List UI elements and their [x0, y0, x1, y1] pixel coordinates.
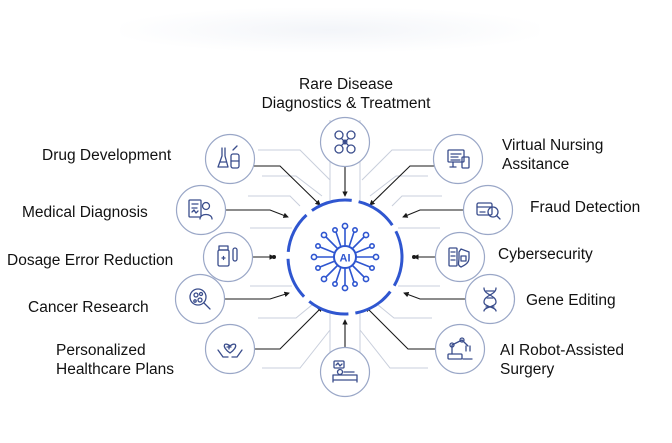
- node-circle: [432, 133, 484, 185]
- node-circle: [174, 273, 226, 325]
- node-dosage: [202, 231, 254, 283]
- label-rare-disease: Rare Disease Diagnostics & Treatment: [261, 76, 431, 112]
- top-glow: [120, 8, 540, 52]
- ai-chip-icon: [310, 222, 380, 292]
- nodes: [174, 116, 516, 398]
- patient-bed-icon: [332, 360, 358, 383]
- background-trace: [258, 149, 331, 181]
- node-drug-development: [204, 133, 256, 185]
- connector-dot: [272, 255, 276, 259]
- node-medical-diagnosis: [175, 184, 227, 236]
- background-trace: [361, 149, 432, 181]
- label-gene-editing: Gene Editing: [526, 292, 616, 309]
- background-trace: [262, 175, 323, 197]
- microscope-cells-icon: [189, 288, 211, 310]
- connector-robot-surgery: [365, 306, 436, 350]
- background-trace: [369, 175, 428, 197]
- node-bottom: [319, 346, 371, 398]
- connector-virtual-nursing: [369, 165, 436, 206]
- node-virtual-nursing: [432, 133, 484, 185]
- dna-icon: [483, 287, 497, 312]
- connectors: [224, 165, 466, 350]
- monitor-icon: [447, 149, 470, 169]
- medical-scan-icon: [334, 130, 356, 154]
- doctor-report-icon: [188, 199, 213, 220]
- card-search-icon: [476, 202, 501, 220]
- node-circle: [434, 323, 486, 375]
- connector-medical-diagnosis: [225, 209, 289, 218]
- label-medical-diagnosis: Medical Diagnosis: [22, 204, 148, 221]
- connector-personalized: [254, 306, 323, 350]
- background-trace: [248, 195, 301, 207]
- background-trace: [391, 195, 442, 207]
- node-circle: [204, 323, 256, 375]
- flask-icon: [217, 145, 240, 169]
- background-trace: [258, 299, 319, 319]
- heart-hands-icon: [217, 343, 243, 358]
- shield-server-icon: [448, 247, 470, 268]
- center-label: AI: [340, 253, 351, 265]
- label-dosage: Dosage Error Reduction: [7, 252, 174, 269]
- connector-fraud-detection: [402, 209, 464, 218]
- background-trace: [359, 329, 428, 369]
- node-circle: [204, 133, 256, 185]
- background-trace: [371, 299, 432, 319]
- node-fraud-detection: [462, 184, 514, 236]
- node-robot-surgery: [434, 323, 486, 375]
- center-hub: AI: [286, 198, 404, 316]
- label-drug-development: Drug Development: [42, 147, 172, 164]
- connector-gene-editing: [403, 292, 466, 300]
- label-cybersecurity: Cybersecurity: [498, 246, 593, 263]
- label-fraud-detection: Fraud Detection: [530, 199, 641, 216]
- connector-dot: [412, 255, 416, 259]
- node-circle: [464, 273, 516, 325]
- label-virtual-nursing: Virtual Nursing Assitance: [502, 137, 604, 173]
- robot-arm-icon: [447, 337, 473, 360]
- label-cancer: Cancer Research: [28, 299, 149, 316]
- node-personalized: [204, 323, 256, 375]
- node-cybersecurity: [434, 231, 486, 283]
- node-gene-editing: [464, 273, 516, 325]
- connector-drug-development: [254, 165, 321, 206]
- label-personalized: Personalized Healthcare Plans: [56, 342, 175, 378]
- label-robot-surgery: AI Robot-Assisted Surgery: [500, 342, 625, 378]
- background-trace: [262, 329, 331, 369]
- node-rare-disease: [319, 116, 371, 168]
- node-circle: [434, 231, 486, 283]
- node-cancer: [174, 273, 226, 325]
- pill-bottle-icon: [217, 245, 238, 267]
- node-circle: [202, 231, 254, 283]
- connector-cancer: [224, 291, 290, 300]
